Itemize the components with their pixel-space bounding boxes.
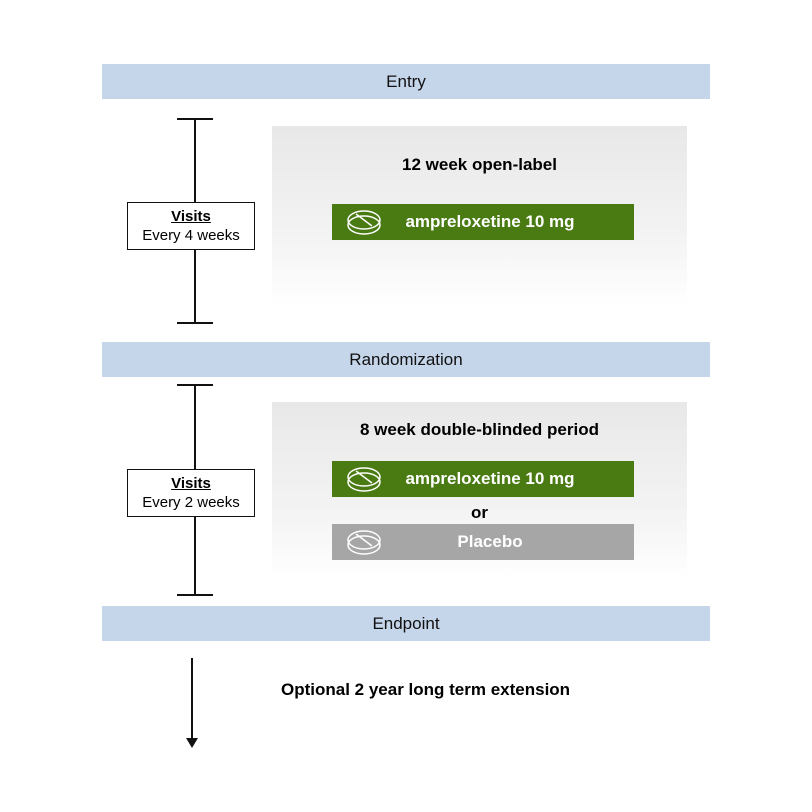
stage-endpoint-label: Endpoint [372,613,440,633]
pill-icon [347,210,381,235]
or-label: or [471,503,488,522]
drug-bar: ampreloxetine 10 mg [332,461,634,497]
open-label-panel: 12 week open-label ampreloxetine 10 mg [272,126,687,306]
panel-title: 12 week open-label [402,155,557,174]
visits-title: Visits [171,475,211,492]
stage-entry: Entry [102,64,710,99]
timeline-bottom-cap [177,322,213,324]
pill-icon [347,467,381,492]
stage-endpoint: Endpoint [102,606,710,641]
visits-frequency: Every 2 weeks [142,494,240,511]
drug-bar: ampreloxetine 10 mg [332,204,634,240]
panel-title: 8 week double-blinded period [360,420,599,439]
stage-randomization: Randomization [102,342,710,377]
visits-frequency: Every 4 weeks [142,227,240,244]
drug-label: ampreloxetine 10 mg [405,469,575,488]
timeline-bottom-cap [177,594,213,596]
pill-icon [347,530,381,555]
stage-entry-label: Entry [386,71,426,91]
extension-label: Optional 2 year long term extension [281,680,571,699]
visits-box: Visits Every 2 weeks [127,469,255,517]
placebo-label: Placebo [457,532,523,551]
visits-title: Visits [171,208,211,225]
drug-label: ampreloxetine 10 mg [405,212,575,231]
arrow-down-icon [186,658,198,748]
placebo-bar: Placebo [332,524,634,560]
stage-randomization-label: Randomization [349,349,463,369]
double-blind-panel: 8 week double-blinded period ampreloxeti… [272,402,687,580]
visits-box: Visits Every 4 weeks [127,202,255,250]
